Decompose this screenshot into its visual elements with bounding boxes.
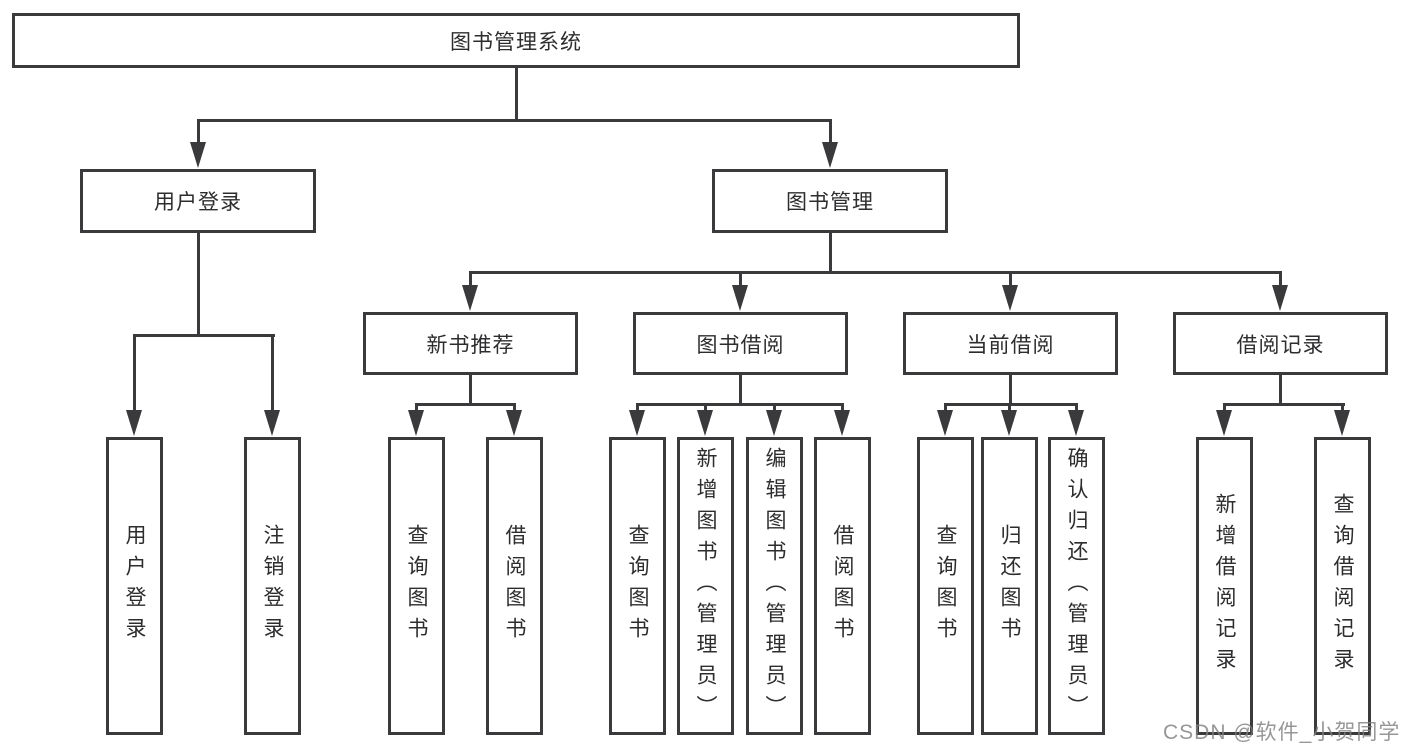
node-book-management: 图书管理 [712, 169, 948, 233]
node-leaf-user-login: 用户登录 [106, 437, 163, 735]
arrowhead-down-icon [822, 142, 838, 168]
arrowhead-down-icon [462, 285, 478, 311]
node-borrow-records-label: 借阅记录 [1236, 333, 1325, 357]
arrowhead-down-icon [1334, 410, 1350, 436]
node-new-book-recommend: 新书推荐 [363, 312, 578, 375]
node-leaf-confirm-return-admin: 确认归还（管理员） [1048, 437, 1105, 735]
leaf-label: 查询图书 [626, 524, 650, 648]
leaf-label: 归还图书 [998, 524, 1022, 648]
leaf-label: 借阅图书 [503, 524, 527, 648]
connector-line [1009, 271, 1012, 289]
connector-line [271, 334, 274, 414]
node-leaf-query-books-borrow: 查询图书 [609, 437, 666, 735]
arrowhead-down-icon [506, 410, 522, 436]
node-leaf-query-books-newbook: 查询图书 [388, 437, 445, 735]
leaf-label: 查询借阅记录 [1331, 493, 1355, 679]
connector-line [739, 271, 742, 289]
connector-line [1279, 271, 1282, 289]
leaf-label: 查询图书 [405, 524, 429, 648]
node-new-book-recommend-label: 新书推荐 [426, 333, 515, 357]
arrowhead-down-icon [408, 410, 424, 436]
connector-line [829, 233, 832, 274]
arrowhead-down-icon [834, 410, 850, 436]
leaf-label: 新增图书（管理员） [694, 446, 718, 726]
connector-line [197, 119, 200, 147]
node-leaf-return-book: 归还图书 [981, 437, 1038, 735]
arrowhead-down-icon [629, 410, 645, 436]
arrowhead-down-icon [1002, 285, 1018, 311]
node-user-login-label: 用户登录 [154, 191, 242, 214]
arrowhead-down-icon [1272, 285, 1288, 311]
arrowhead-down-icon [264, 410, 280, 436]
arrowhead-down-icon [732, 285, 748, 311]
connector-line [829, 119, 832, 147]
connector-line [1008, 403, 1011, 415]
node-borrow-records: 借阅记录 [1173, 312, 1388, 375]
connector-line [415, 403, 418, 415]
connector-line [704, 403, 707, 415]
arrowhead-down-icon [1068, 410, 1084, 436]
node-book-management-label: 图书管理 [786, 191, 874, 214]
node-leaf-borrow-books-borrow: 借阅图书 [814, 437, 871, 735]
arrowhead-down-icon [937, 410, 953, 436]
connector-line [944, 403, 1078, 406]
node-book-borrow-label: 图书借阅 [696, 333, 785, 357]
node-leaf-logout: 注销登录 [244, 437, 301, 735]
connector-line [773, 403, 776, 415]
connector-line [515, 68, 518, 121]
connector-line [1341, 403, 1344, 415]
node-library-system-label: 图书管理系统 [450, 30, 582, 54]
leaf-label: 注销登录 [261, 524, 285, 648]
leaf-label: 借阅图书 [831, 524, 855, 648]
connector-line [739, 375, 742, 406]
leaf-label: 查询图书 [934, 524, 958, 648]
connector-line [636, 403, 639, 415]
node-leaf-query-books-current: 查询图书 [917, 437, 974, 735]
leaf-label: 新增借阅记录 [1213, 493, 1237, 679]
watermark: CSDN @软件_小贺同学 [1163, 721, 1401, 744]
node-leaf-edit-book-admin: 编辑图书（管理员） [746, 437, 803, 735]
connector-line [469, 271, 1282, 274]
connector-line [944, 403, 947, 415]
connector-line [1223, 403, 1345, 406]
arrowhead-down-icon [1216, 410, 1232, 436]
connector-line [133, 334, 136, 414]
connector-line [1075, 403, 1078, 415]
arrowhead-down-icon [126, 410, 142, 436]
connector-line [636, 403, 844, 406]
node-current-borrow-label: 当前借阅 [966, 333, 1055, 357]
connector-line [1009, 375, 1012, 406]
arrowhead-down-icon [1001, 410, 1017, 436]
connector-line [841, 403, 844, 415]
connector-line [469, 375, 472, 406]
node-library-system: 图书管理系统 [12, 13, 1020, 68]
connector-line [1223, 403, 1226, 415]
arrowhead-down-icon [190, 142, 206, 168]
node-leaf-query-borrow-record: 查询借阅记录 [1314, 437, 1371, 735]
connector-line [197, 233, 200, 337]
node-current-borrow: 当前借阅 [903, 312, 1118, 375]
node-user-login: 用户登录 [80, 169, 316, 233]
connector-line [1279, 375, 1282, 406]
node-leaf-borrow-books-newbook: 借阅图书 [486, 437, 543, 735]
connector-line [513, 403, 516, 415]
leaf-label: 确认归还（管理员） [1065, 446, 1089, 726]
leaf-label: 编辑图书（管理员） [763, 446, 787, 726]
arrowhead-down-icon [697, 410, 713, 436]
arrowhead-down-icon [766, 410, 782, 436]
node-leaf-add-book-admin: 新增图书（管理员） [677, 437, 734, 735]
node-leaf-add-borrow-record: 新增借阅记录 [1196, 437, 1253, 735]
leaf-label: 用户登录 [123, 524, 147, 648]
connector-line [469, 271, 472, 289]
connector-line [133, 334, 275, 337]
connector-line [415, 403, 516, 406]
node-book-borrow: 图书借阅 [633, 312, 848, 375]
connector-line [197, 119, 832, 122]
